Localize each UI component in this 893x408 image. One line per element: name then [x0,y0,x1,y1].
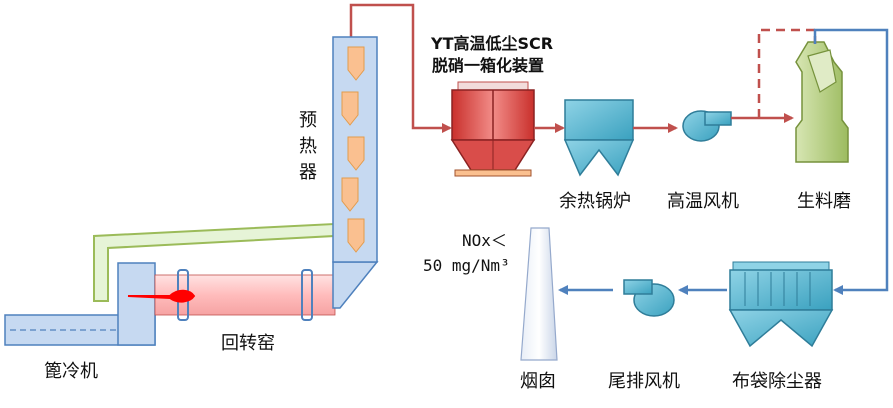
raw-mill [795,41,849,163]
scr-denitration-unit [450,81,536,177]
burner-flame-icon [127,289,196,303]
nox-limit-line1: NOx＜ [462,231,507,250]
chimney-label: 烟囱 [520,371,556,392]
high-temp-fan-label: 高温风机 [667,191,739,212]
kiln-inlet-connector [332,261,379,309]
grate-cooler-label: 篦冷机 [44,361,98,382]
preheater-label: 预热器 [299,110,317,183]
grate-cooler [4,262,156,346]
scr-title-line1: YT高温低尘SCR [431,34,554,53]
bag-filter [728,261,834,348]
waste-heat-boiler [563,99,635,177]
raw-mill-label: 生料磨 [797,191,851,212]
rotary-kiln-label: 回转窑 [221,333,275,354]
scr-title-line2: 脱硝一箱化装置 [432,56,545,75]
high-temp-fan [682,110,732,142]
bag-filter-label: 布袋除尘器 [732,371,822,392]
gas-line-mill-to-bag-filter [813,28,889,295]
tail-fan [623,279,675,317]
nox-limit-line2: 50 mg/Nm³ [423,256,510,275]
flue-gas-line-preheater-to-scr [349,3,452,133]
preheater-tower [332,36,378,263]
tail-fan-label: 尾排风机 [608,371,680,392]
chimney [520,227,558,361]
waste-heat-boiler-label: 余热锅炉 [559,191,631,212]
